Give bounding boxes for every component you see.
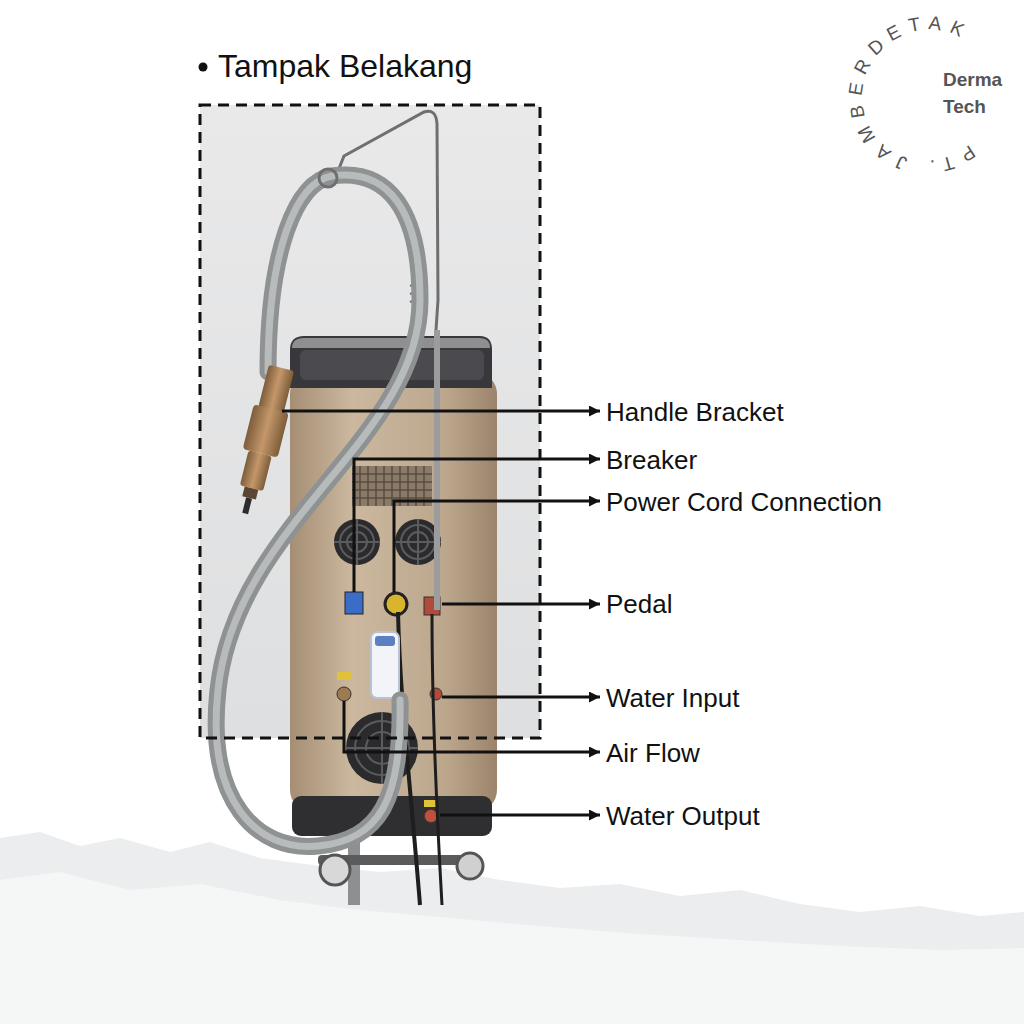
- machine-top: [300, 350, 484, 380]
- watermark-text: PT. JAMBERDETAK: [845, 12, 979, 178]
- machine-top: [292, 338, 490, 348]
- part-label: Pedal: [606, 588, 673, 620]
- power-plug: [375, 636, 395, 646]
- hose: [216, 175, 420, 846]
- title: Tampak Belakang: [218, 46, 472, 86]
- cable: [432, 614, 442, 905]
- leader-line: [282, 410, 600, 413]
- paper-texture: [0, 832, 1024, 1024]
- leader-lines: [282, 411, 600, 815]
- air-flow: [337, 687, 351, 701]
- leader-line: [344, 701, 600, 752]
- watermark-text: Derma Tech: [943, 66, 1007, 120]
- power-plug: [371, 632, 399, 698]
- part-label: Handle Bracket: [606, 396, 784, 428]
- leader-line: [442, 603, 600, 606]
- power-socket: [385, 593, 407, 615]
- part-label: Air Flow: [606, 737, 700, 769]
- leader-line: [440, 814, 600, 817]
- part-label: Power Cord Connection: [606, 486, 882, 518]
- wheel: [457, 853, 483, 879]
- part-label: Water Input: [606, 682, 739, 714]
- photo-frame: [200, 105, 540, 738]
- bullet: [199, 63, 208, 72]
- leader-line: [442, 696, 600, 699]
- leader-line: [354, 459, 600, 592]
- part-label: Water Output: [606, 800, 760, 832]
- paper-texture: [0, 872, 1024, 1024]
- rod: [434, 330, 440, 610]
- hose-clip: [319, 169, 337, 187]
- part-label: Breaker: [606, 444, 697, 476]
- sticker: [337, 672, 351, 680]
- hose: [216, 175, 420, 846]
- leader-line: [394, 501, 600, 592]
- handpiece: [228, 364, 299, 518]
- wheel: [320, 855, 350, 885]
- fan: [334, 519, 380, 565]
- breaker: [345, 592, 363, 614]
